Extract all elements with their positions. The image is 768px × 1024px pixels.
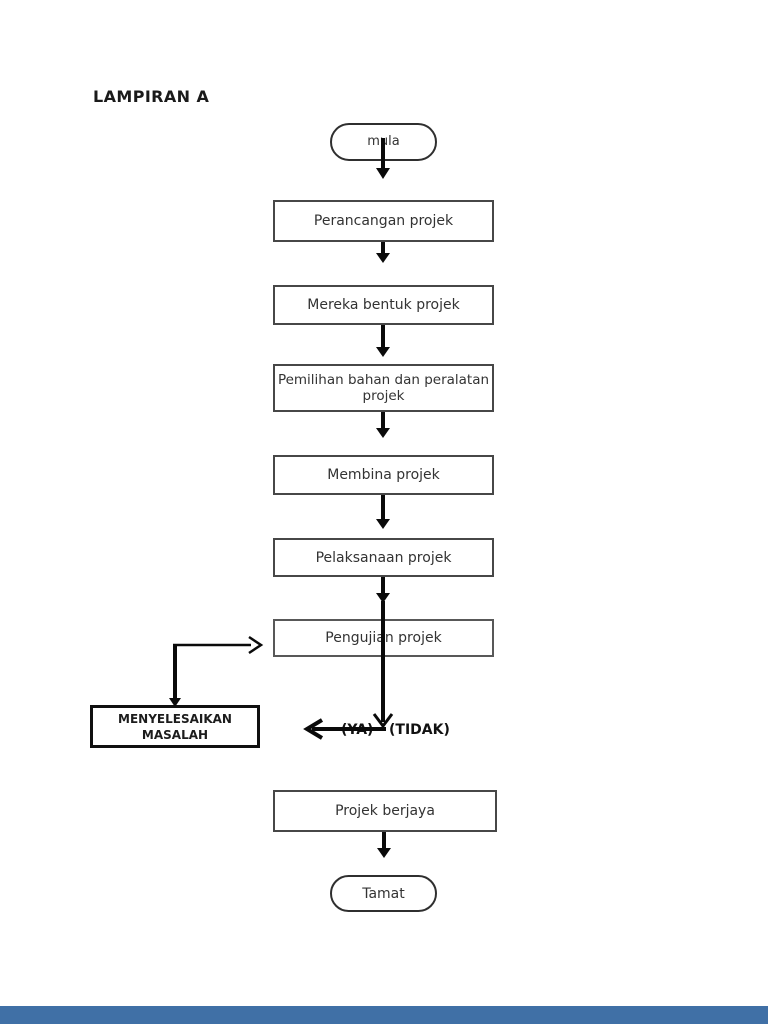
flowchart-node-perancangan: Perancangan projek — [273, 200, 494, 242]
branch-label-tidak: (TIDAK) — [389, 722, 450, 738]
flowchart-node-pengujian: Pengujian projek — [273, 619, 494, 657]
arrow-berjaya-to-tamat — [377, 832, 391, 858]
arrow-pelaksanaan-to-pengujian — [376, 577, 390, 603]
flowchart-node-pelaksanaan: Pelaksanaan projek — [273, 538, 494, 577]
flowchart-node-membina: Membina projek — [273, 455, 494, 495]
arrow-pemilihan-to-membina — [376, 412, 390, 438]
flowchart-node-menyelesaikan-masalah: MENYELESAIKAN MASALAH — [90, 705, 260, 748]
flowchart-node-mereka-bentuk: Mereka bentuk projek — [273, 285, 494, 325]
flowchart-node-start: mula — [330, 123, 437, 161]
connector-problem-to-pengujian — [169, 635, 264, 707]
arrow-mereka-to-pemilihan — [376, 325, 390, 357]
branch-label-ya: (YA) — [341, 722, 374, 738]
page-title: LAMPIRAN A — [93, 87, 210, 106]
arrow-perancangan-to-mereka — [376, 242, 390, 263]
flowchart-node-end: Tamat — [330, 875, 437, 912]
footer-bar — [0, 1006, 768, 1024]
flowchart-node-projek-berjaya: Projek berjaya — [273, 790, 497, 832]
arrow-membina-to-pelaksanaan — [376, 495, 390, 529]
flowchart-node-pemilihan-bahan: Pemilihan bahan dan peralatan projek — [273, 364, 494, 412]
